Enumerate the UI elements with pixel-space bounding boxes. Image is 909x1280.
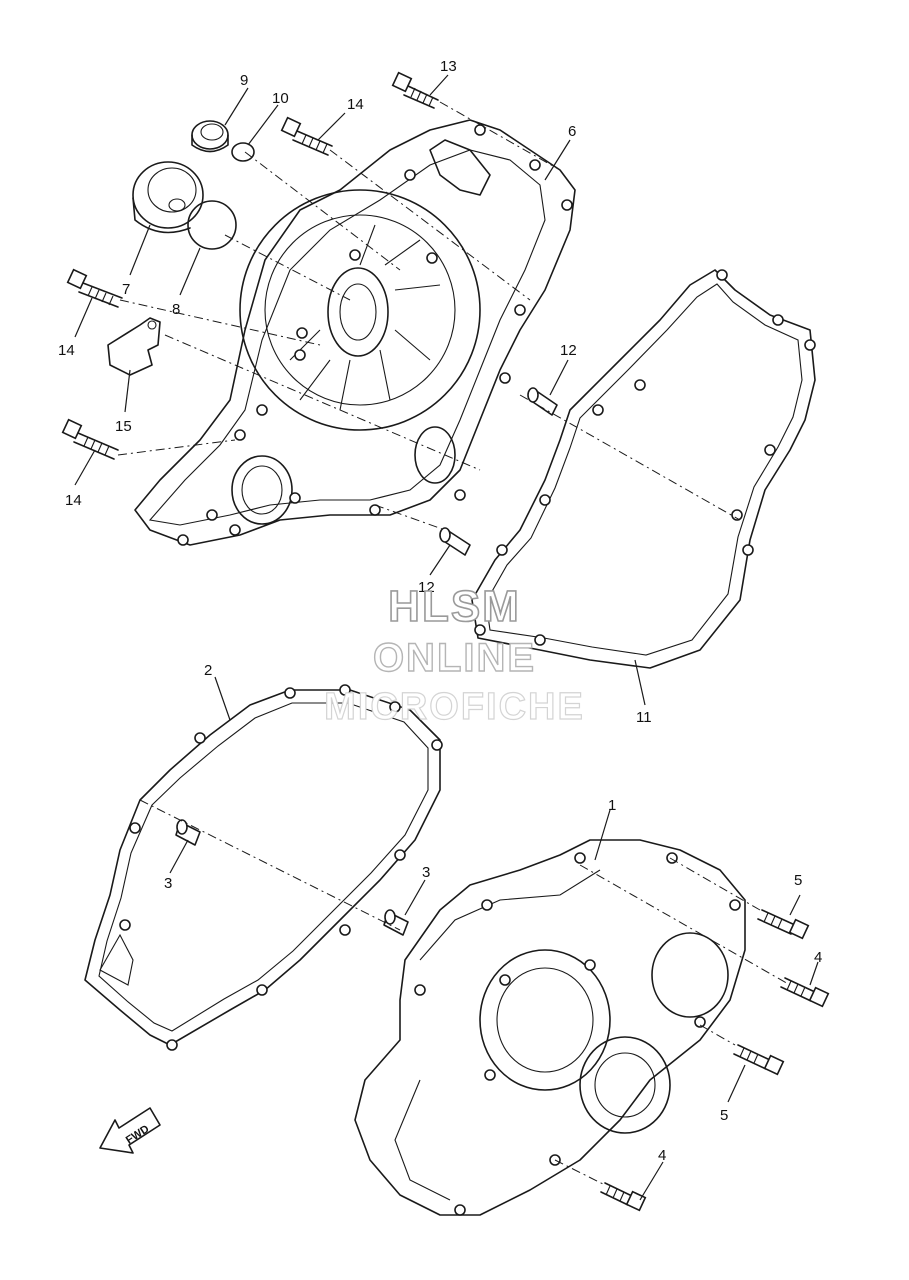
- bolt-4-lower: [600, 1182, 647, 1212]
- bolt-14-low: [61, 418, 119, 460]
- callout-13: 13: [440, 58, 457, 75]
- gasket-2: [84, 684, 443, 1051]
- callout-12: 12: [560, 342, 577, 359]
- callout-12: 12: [418, 579, 435, 596]
- watermark-line-1: HLSM: [387, 581, 521, 632]
- watermark-line-3: MICROFICHE: [324, 685, 585, 728]
- callout-14: 14: [347, 96, 364, 113]
- gasket-11: [471, 269, 816, 669]
- dowel-3-right: [383, 909, 409, 936]
- watermark-line-2: ONLINE: [372, 635, 537, 680]
- dowel-12-lower: [439, 527, 471, 556]
- callout-5: 5: [720, 1107, 728, 1124]
- callout-3: 3: [422, 864, 430, 881]
- clamp-15: [107, 317, 161, 376]
- callout-4: 4: [658, 1147, 666, 1164]
- callout-14: 14: [65, 492, 82, 509]
- bolt-13: [391, 71, 439, 109]
- bolt-14-top: [280, 116, 333, 156]
- callout-8: 8: [172, 301, 180, 318]
- callout-5: 5: [794, 872, 802, 889]
- callout-6: 6: [568, 123, 576, 140]
- alignment-lines: [117, 101, 791, 1186]
- cap-7: [132, 161, 204, 234]
- dowel-3-left: [175, 819, 201, 846]
- callout-4: 4: [814, 949, 822, 966]
- crankcase-cover-1: [354, 839, 746, 1216]
- callout-labels: 13 14 6 9 10 7 8 14 15 12 12 14 11 2 3 3…: [58, 58, 822, 1164]
- leader-lines: [74, 74, 819, 1201]
- callout-2: 2: [204, 662, 212, 679]
- callout-3: 3: [164, 875, 172, 892]
- o-ring-10: [231, 142, 255, 162]
- crankcase-cover-6: [134, 119, 576, 546]
- bolt-4-upper: [780, 977, 830, 1008]
- callout-15: 15: [115, 418, 132, 435]
- fwd-arrow-icon: FWD: [99, 1107, 161, 1154]
- bolt-14-mid: [66, 268, 123, 308]
- bolt-5-lower: [733, 1044, 785, 1076]
- callout-7: 7: [122, 281, 130, 298]
- plug-9: [191, 120, 229, 153]
- callout-11: 11: [636, 709, 652, 726]
- bolt-5-upper: [757, 909, 810, 940]
- callout-9: 9: [240, 72, 248, 89]
- fwd-label: FWD: [124, 1123, 152, 1147]
- callout-1: 1: [608, 797, 616, 814]
- o-ring-8: [187, 200, 237, 250]
- callout-10: 10: [272, 90, 289, 107]
- callout-14: 14: [58, 342, 75, 359]
